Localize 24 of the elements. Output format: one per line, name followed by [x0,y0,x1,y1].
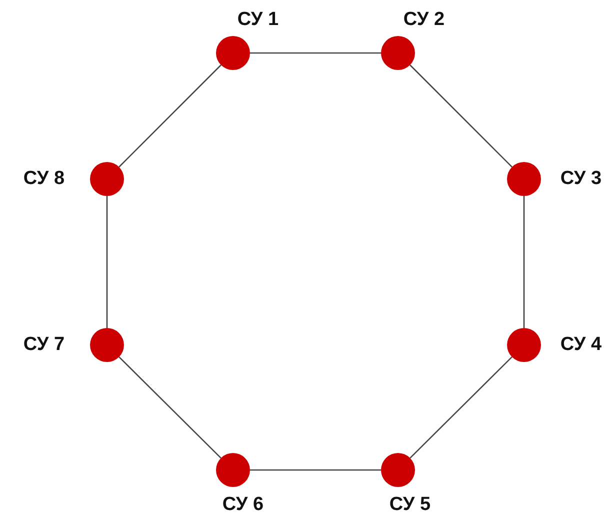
node-label: СУ 1 [237,9,279,31]
circle-marker [507,162,541,196]
connector-line [250,469,381,471]
connector-line [106,196,108,328]
connector-line [250,52,381,54]
node-label: СУ 2 [403,9,445,31]
circle-marker [90,328,124,362]
connector-line [523,196,525,328]
node-label: СУ 3 [560,168,602,190]
node-label: СУ 8 [23,168,65,190]
circle-marker [507,328,541,362]
node-label: СУ 6 [222,494,264,516]
connector-line [410,64,512,168]
connector-line [118,356,222,458]
connector-line [410,356,512,458]
circle-marker [216,36,250,70]
circle-marker [381,453,415,487]
node-label: СУ 5 [389,494,431,516]
circle-marker [90,162,124,196]
node-label: СУ 7 [23,334,65,356]
node-label: СУ 4 [560,334,602,356]
circle-marker [216,453,250,487]
circle-marker [381,36,415,70]
connector-line [118,64,222,168]
